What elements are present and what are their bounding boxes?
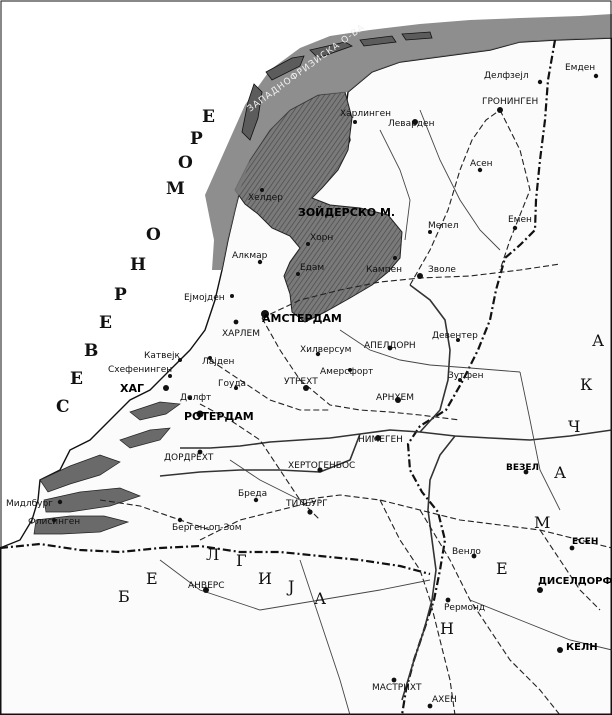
city-label: Алкмар [232,251,268,261]
sea-name-letter: Е [99,313,112,333]
sea-name-letter: Е [202,107,215,127]
country-letter: И [258,569,272,588]
sea-name-letter: О [146,225,161,245]
city-label: УТРЕХТ [284,377,318,387]
city-label: Делфт [180,393,211,403]
sea-name-letter: В [84,341,98,361]
city-label: Катвејк [144,351,180,361]
city-label: Харлинген [340,109,391,119]
country-letter: Ј [286,577,294,596]
roads [159,109,612,715]
city-label: Хорн [310,233,333,243]
city-label: Емен [508,215,532,225]
city-label: Мепел [428,221,458,231]
city-label: НИМЕГЕН [358,435,403,445]
city-label: АХЕН [432,695,457,705]
city-label: Асен [470,159,493,169]
city-label: Кампен [366,265,402,275]
country-letter: К [580,375,593,394]
country-letter: Е [496,559,508,578]
rivers [159,284,612,701]
sea-name: С Е В Е Р Н О М О Р Е [56,107,215,417]
city-label: ХЕРТОГЕНБОС [288,461,355,471]
frisian-islands [241,31,433,141]
country-letter: А [314,589,326,608]
country-letter: А [592,331,604,350]
germany-label: Н Е М А Ч К А [440,331,604,638]
city-label: Схефенинген [108,365,172,375]
belgium-label: Б Е Л Г И Ј А [118,545,326,608]
city-label: АНВЕРС [188,581,225,591]
country-letter: Ч [568,417,580,436]
city-label: КЕЛН [566,642,598,653]
country-letter: А [554,463,566,482]
country-letter: Н [440,619,454,638]
sea-name-letter: Р [114,285,127,305]
sea-name-letter: Н [130,255,146,275]
coastal-shade [205,14,612,270]
city-label: Гоуда [218,379,246,389]
country-letter: Л [206,545,219,564]
city-label: Зволе [428,265,456,275]
city-label: ВЕЗЕЛ [506,463,539,473]
sea-name-letter: Р [190,129,203,149]
city-label: ДИСЕЛДОРФ [538,576,612,587]
city-label: Леварден [388,119,435,129]
city-label: Рермонд [444,603,485,613]
city-label: Берген-оп-Зом [172,523,242,533]
sea-name-letter: О [178,153,193,173]
national-border [0,39,557,715]
city-label: АПЕЛДОРН [364,341,416,351]
city-label: Венло [452,547,481,557]
city-label: МАСТРИХТ [372,683,422,693]
city-label: Делфзејл [484,71,529,81]
city-label: Хелдер [248,193,283,203]
city-label: РОТЕРДАМ [184,410,254,423]
city-label: ХАГ [120,382,144,395]
city-label: Лајден [202,357,235,367]
city-label: Емден [565,63,595,73]
city-label: АРНХЕМ [376,393,414,403]
city-label: Флисинген [28,517,80,527]
city-label: ГРОНИНГЕН [482,97,538,107]
city-label: ХАРЛЕМ [222,329,260,339]
city-label: ДОРДРЕХТ [164,453,214,463]
city-label: Едам [300,263,324,273]
city-label: Бреда [238,489,267,499]
cities: Емден Делфзејл ГРОНИНГЕН Леварден Харлин… [6,63,612,709]
country-letter: Е [146,569,158,588]
sea-name-letter: М [166,179,185,199]
bay-label: ЗОЙДЕРСКО М. [298,206,395,219]
delta-waters [33,401,181,535]
city-label: Амерсфорт [320,367,373,377]
city-label: АМСТЕРДАМ [262,312,342,325]
country-letter: Г [236,551,247,570]
sea-name-letter: С [56,397,70,417]
city-label: Хилверсум [300,345,351,355]
city-label: Ејмојден [184,293,225,303]
city-label: Девентер [432,331,478,341]
city-label: Зутфен [448,371,484,381]
country-letter: Б [118,587,130,606]
city-label: Мидлбург [6,499,53,509]
railways [99,109,612,715]
country-letter: М [534,513,550,532]
city-label: ЕСЕН [572,537,598,547]
city-label: ТИЛБУРГ [285,499,328,509]
sea-name-letter: Е [70,369,83,389]
